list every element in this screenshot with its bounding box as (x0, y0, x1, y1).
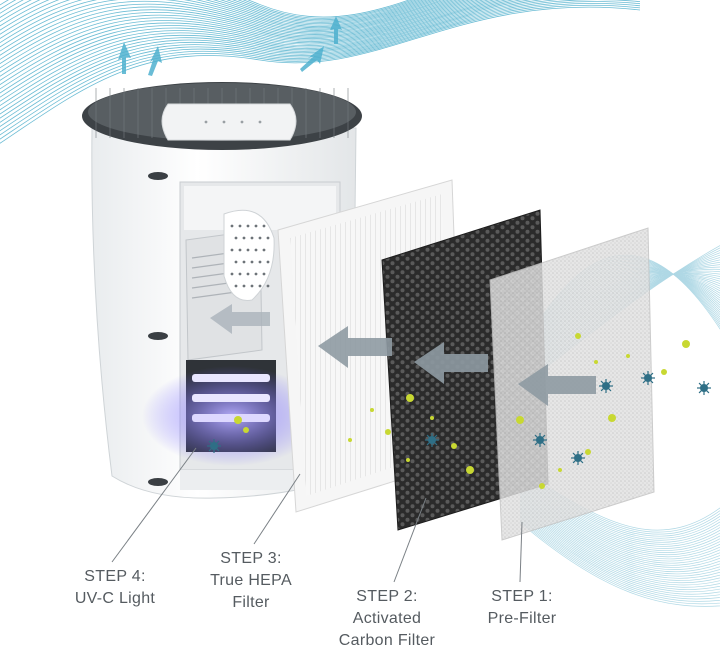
step3-title: STEP 3: (220, 550, 282, 567)
step1-label: STEP 1: Pre-Filter (472, 586, 572, 630)
flow-arrow-icon (210, 304, 270, 334)
step3-name: True HEPA (210, 572, 292, 589)
step4-name: UV-C Light (74, 590, 156, 607)
step3-label: STEP 3: True HEPA Filter (196, 548, 306, 614)
step3-name-cont: Filter (232, 594, 270, 611)
flow-arrow-icon (318, 326, 596, 406)
germ-icon (207, 371, 711, 465)
step2-name-cont: Carbon Filter (338, 632, 436, 649)
step4-label: STEP 4: UV-C Light (60, 566, 170, 610)
step2-title: STEP 2: (356, 588, 418, 605)
step1-title: STEP 1: (491, 588, 553, 605)
step2-label: STEP 2: Activated Carbon Filter (322, 586, 452, 652)
particle-icon (234, 333, 690, 489)
label-leader-lines (111, 447, 523, 583)
step1-name: Pre-Filter (487, 610, 557, 627)
airflow-lines-top (0, 0, 641, 144)
step2-name: Activated (352, 610, 422, 627)
step4-title: STEP 4: (84, 568, 146, 585)
airflow-arrow-icon (118, 16, 342, 76)
